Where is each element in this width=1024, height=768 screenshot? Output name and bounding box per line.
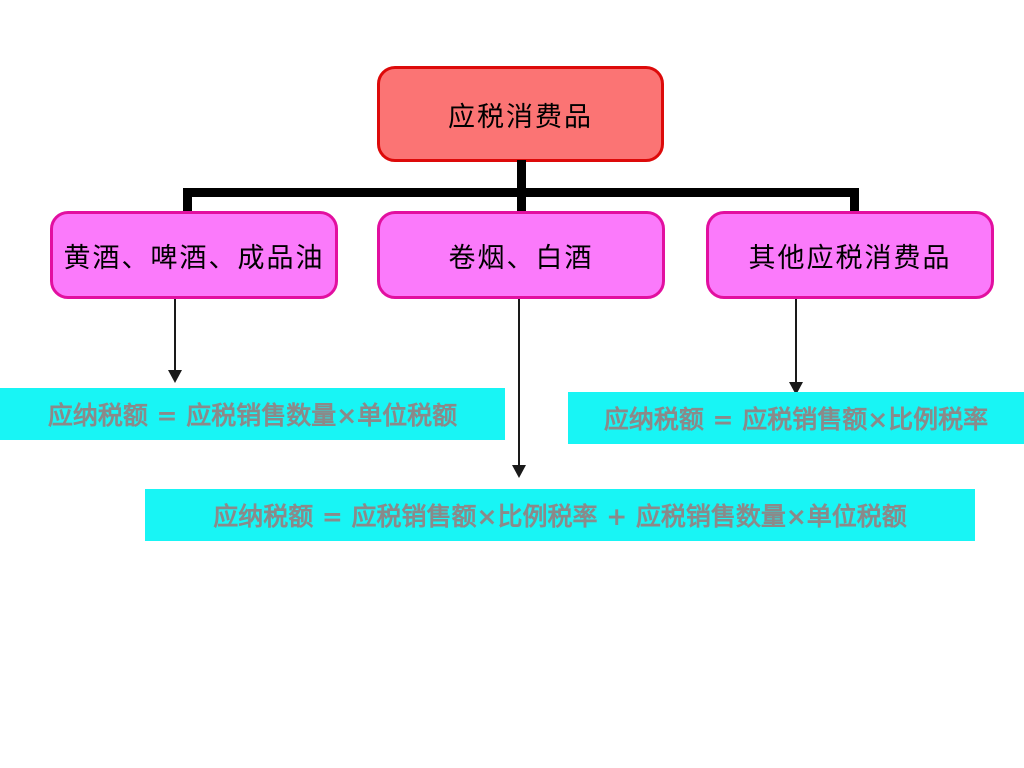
node-root-label: 应税消费品 <box>448 101 593 133</box>
connector-drop-left <box>183 188 192 212</box>
formula-text: 应纳税额 = 应税销售额×比例税率 <box>603 405 989 434</box>
node-category-rice-wine-beer-refined-oil[interactable]: 黄酒、啤酒、成品油 <box>50 211 338 299</box>
node-category-label: 其他应税消费品 <box>748 242 952 274</box>
node-category-label: 卷烟、白酒 <box>448 242 594 274</box>
arrow-head-right <box>789 382 803 395</box>
formula-box-compound: 应纳税额 = 应税销售额×比例税率 + 应税销售数量×单位税额 <box>145 489 975 541</box>
connector-drop-middle <box>517 188 526 212</box>
formula-box-ad-valorem: 应纳税额 = 应税销售额×比例税率 <box>568 392 1024 444</box>
formula-box-quantity-based: 应纳税额 = 应税销售数量×单位税额 <box>0 388 505 440</box>
formula-text: 应纳税额 = 应税销售额×比例税率 + 应税销售数量×单位税额 <box>213 502 907 531</box>
arrow-head-middle <box>512 465 526 478</box>
arrow-line-middle <box>518 299 520 467</box>
node-category-other-taxable-goods[interactable]: 其他应税消费品 <box>706 211 994 299</box>
formula-text: 应纳税额 = 应税销售数量×单位税额 <box>47 401 458 430</box>
node-root-taxable-consumer-goods[interactable]: 应税消费品 <box>377 66 664 162</box>
connector-root-stem <box>517 160 526 195</box>
arrow-line-left <box>174 299 176 372</box>
arrow-head-left <box>168 370 182 383</box>
arrow-line-right <box>795 299 797 384</box>
connector-drop-right <box>850 188 859 212</box>
node-category-cigarettes-liquor[interactable]: 卷烟、白酒 <box>377 211 665 299</box>
node-category-label: 黄酒、啤酒、成品油 <box>63 242 325 274</box>
